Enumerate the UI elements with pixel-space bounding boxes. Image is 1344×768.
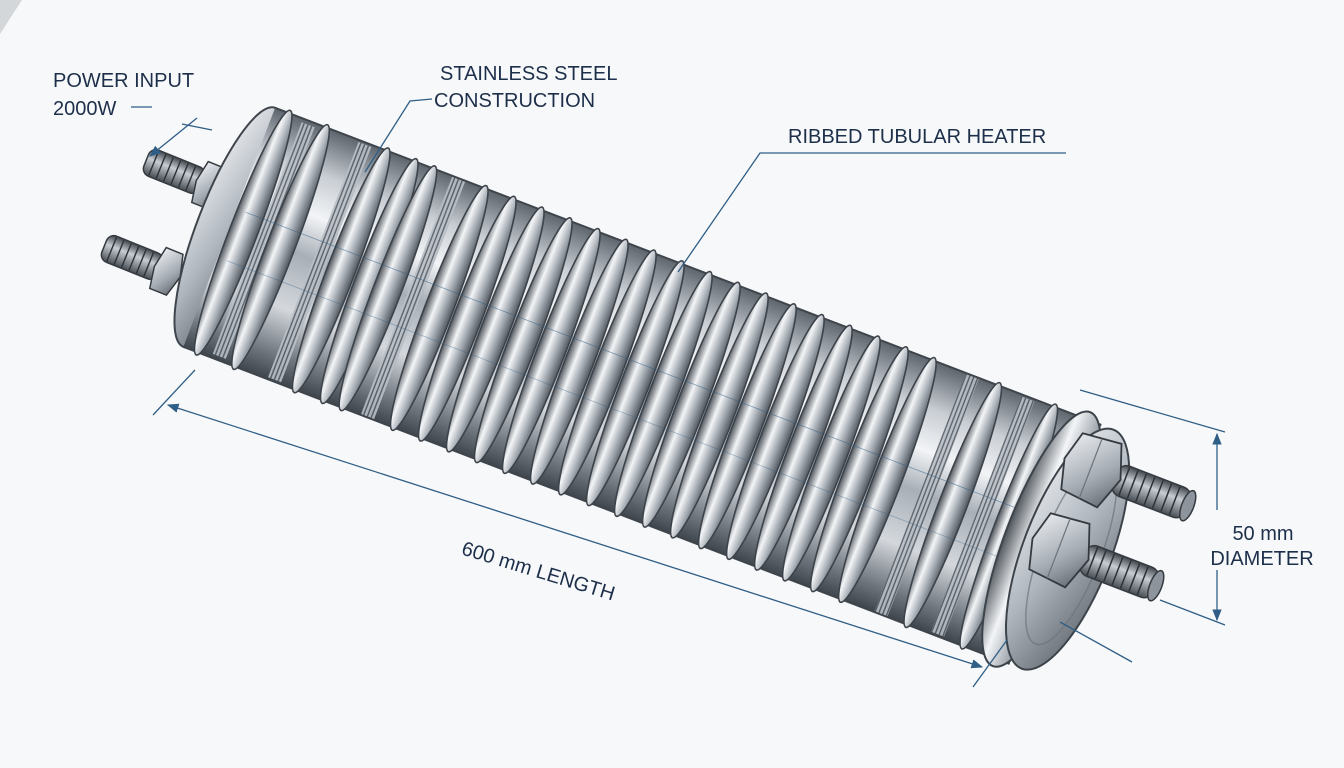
power-input-label: POWER INPUT (53, 70, 195, 92)
heater-body (173, 106, 1131, 671)
heater-type-label: RIBBED TUBULAR HEATER (788, 126, 1047, 148)
corner-fold (0, 0, 22, 34)
right-terminal-studs (1028, 432, 1197, 602)
diameter-label: DIAMETER (1210, 548, 1314, 570)
diameter-value-label: 50 mm (1232, 523, 1294, 545)
power-rating-label: 2000W (53, 98, 117, 120)
material-label-line2: CONSTRUCTION (434, 90, 596, 112)
leader-lines (131, 98, 1226, 688)
material-label-line1: STAINLESS STEEL (440, 63, 618, 85)
